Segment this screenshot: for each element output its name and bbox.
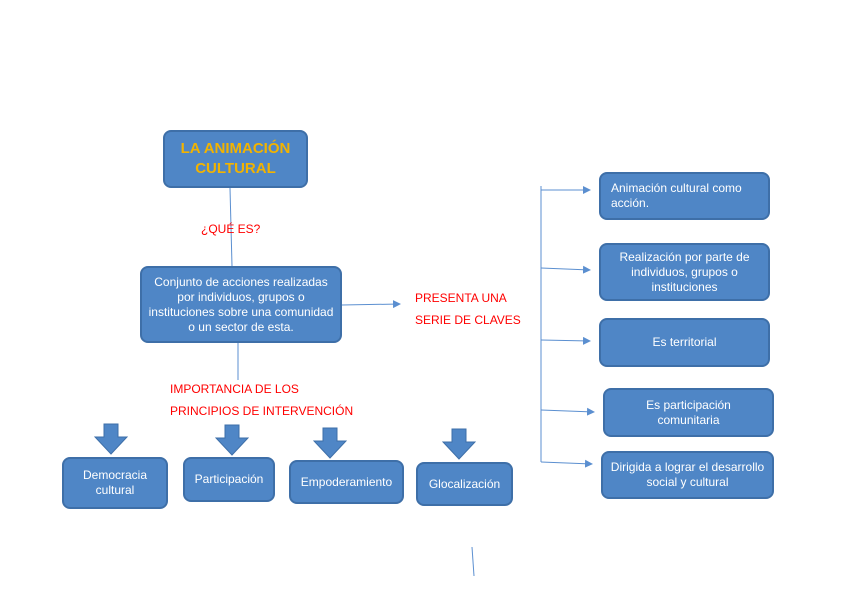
key-text: Es participación comunitaria [646, 397, 731, 427]
principle-box-democracia: Democracia cultural [62, 457, 168, 509]
principle-box-glocalizacion: Glocalización [416, 462, 513, 506]
key-arrow-5 [540, 459, 593, 468]
title-line-1: LA ANIMACIÓN [180, 140, 291, 157]
title-to-definition-line [229, 187, 233, 267]
principle-text: Glocalización [428, 476, 501, 491]
key-box-4: Es participación comunitaria [603, 388, 774, 437]
importance-label-line-2: PRINCIPIOS DE INTERVENCIÓN [170, 404, 354, 418]
keys-label-line-2: SERIE DE CLAVES [415, 313, 521, 327]
key-arrow-2 [540, 265, 591, 274]
key-arrow-4 [540, 407, 595, 416]
principle-text: Democracia cultural [82, 468, 148, 497]
key-text: Es territorial [652, 335, 717, 349]
principle-text: Participación [194, 472, 264, 486]
title-box: LA ANIMACIÓN CULTURAL [163, 130, 308, 188]
question-label: ¿QUÉ ES? [201, 222, 261, 236]
key-text: Realización por parte de individuos, gru… [619, 249, 750, 294]
definition-to-keys-line [341, 300, 401, 309]
key-text: Animación cultural como acción. [611, 181, 742, 210]
key-box-2: Realización por parte de individuos, gru… [599, 243, 770, 301]
stray-line [471, 546, 475, 577]
principle-box-participacion: Participación [183, 457, 275, 502]
down-arrow-icon [313, 427, 347, 459]
definition-box: Conjunto de acciones realizadas por indi… [140, 266, 342, 343]
down-arrow-icon [442, 428, 476, 460]
title-line-2: CULTURAL [195, 160, 276, 177]
down-arrow-icon [94, 423, 128, 455]
keys-label-line-1: PRESENTA UNA [415, 291, 507, 305]
principle-text: Empoderamiento [300, 474, 393, 489]
down-arrow-icon [215, 424, 249, 456]
key-box-1: Animación cultural como acción. [599, 172, 770, 220]
principle-box-empoderamiento: Empoderamiento [289, 460, 404, 504]
importance-label-line-1: IMPORTANCIA DE LOS [170, 382, 299, 396]
key-box-5: Dirigida a lograr el desarrollo social y… [601, 451, 774, 499]
definition-text: Conjunto de acciones realizadas por indi… [148, 274, 334, 334]
key-box-3: Es territorial [599, 318, 770, 367]
key-arrow-3 [540, 336, 591, 345]
key-text: Dirigida a lograr el desarrollo social y… [610, 460, 765, 489]
